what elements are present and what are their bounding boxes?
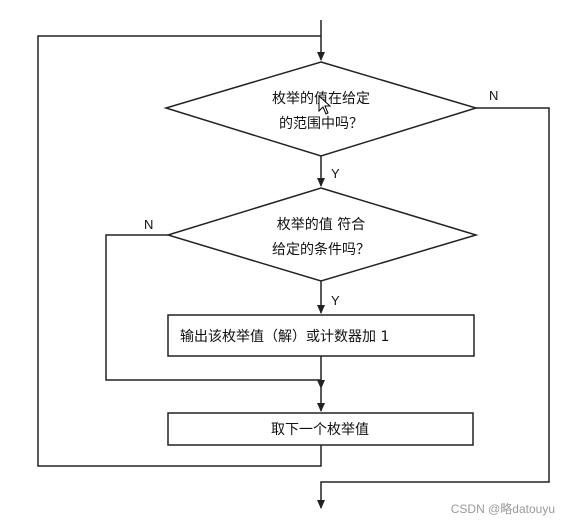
decision-in-range-no-label: N <box>489 88 498 103</box>
decision-in-range-no-connector <box>317 107 550 509</box>
process-next-label: 取下一个枚举值 <box>271 422 369 438</box>
decision-condition-no-label: N <box>144 217 153 232</box>
decision-condition-line1: 枚举的值 符合 <box>277 217 365 233</box>
decision-condition-yes-label: Y <box>331 293 340 308</box>
decision-condition-shape <box>165 187 479 282</box>
decision-in-range-yes-label: Y <box>331 166 340 181</box>
process-output-shape <box>167 314 475 357</box>
loop-back-connector <box>37 35 322 467</box>
watermark: CSDN @略datouyu <box>450 502 555 516</box>
decision-condition-line2: 给定的条件吗？ <box>272 241 370 258</box>
decision-condition-no-connector <box>105 234 321 381</box>
mouse-cursor-icon <box>318 95 332 115</box>
process-next-shape <box>167 412 474 446</box>
process-output-label: 输出该枚举值（解）或计数器加 1 <box>180 329 389 345</box>
decision-in-range-line2: 的范围中吗？ <box>279 115 363 132</box>
